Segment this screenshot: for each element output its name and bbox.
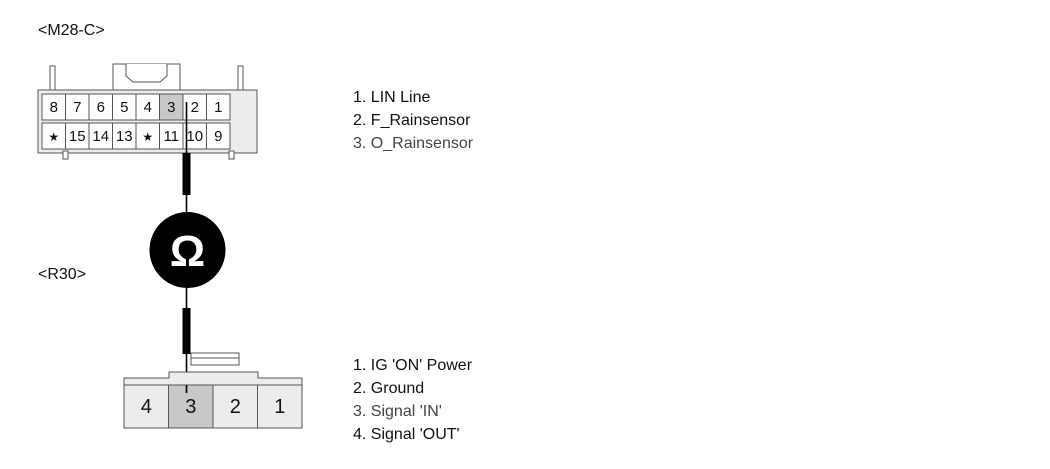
- connector-latch-right: [237, 65, 244, 91]
- pin-cell: [206, 93, 231, 121]
- pin-number: 1: [274, 396, 285, 418]
- pin-cell: [206, 122, 231, 150]
- r30-pin-list: 1. IG 'ON' Power 2. Ground 3. Signal 'IN…: [353, 354, 472, 446]
- connector-m28c-name: <M28-C>: [38, 22, 105, 39]
- ohmmeter: [149, 212, 226, 288]
- connector-latch-left: [49, 65, 56, 91]
- pin-number: 3: [185, 396, 196, 418]
- pin-cell: [168, 384, 214, 429]
- pin-number: 1: [214, 99, 222, 116]
- probe-upper: [182, 153, 191, 195]
- connector-r30-tab: [190, 352, 240, 366]
- connector-r30-name: <R30>: [38, 266, 87, 283]
- pin-number: 11: [163, 128, 179, 145]
- pin-number: ★: [48, 130, 59, 144]
- pin-number: 15: [69, 128, 86, 145]
- pin-number: 2: [230, 396, 241, 418]
- pin-number: 8: [50, 99, 58, 116]
- m28c-pin-list: 1. LIN Line 2. F_Rainsensor 3. O_Rainsen…: [353, 86, 473, 155]
- pin-number: 4: [144, 99, 152, 116]
- pin-number: 2: [191, 99, 199, 116]
- r30-pin-2: 2. Ground: [353, 380, 425, 397]
- pin-number: 3: [167, 99, 175, 116]
- connector-lock-notch: [125, 64, 168, 83]
- connector-foot-right: [228, 150, 235, 160]
- r30-pin-1: 1. IG 'ON' Power: [353, 357, 473, 374]
- pin-number: 7: [73, 99, 81, 116]
- r30-pin-3: 3. Signal 'IN': [353, 403, 442, 420]
- m28c-pin-3: 3. O_Rainsensor: [353, 135, 474, 152]
- pin-cell: [257, 384, 303, 429]
- pin-number: 14: [92, 128, 109, 145]
- connector-r30-cells: 4 3 2 1: [123, 384, 303, 429]
- pin-number: 6: [97, 99, 105, 116]
- pin-cell: [212, 384, 258, 429]
- r30-pin-4: 4. Signal 'OUT': [353, 426, 460, 443]
- probe-lower: [182, 308, 191, 354]
- pin-number: 4: [141, 396, 152, 418]
- connector-foot-left: [62, 150, 69, 160]
- pin-number: ★: [142, 130, 153, 144]
- pin-number: 13: [116, 128, 133, 145]
- pin-number: 5: [120, 99, 128, 116]
- m28c-pin-2: 2. F_Rainsensor: [353, 112, 471, 129]
- m28c-pin-1: 1. LIN Line: [353, 89, 431, 106]
- pin-number: 10: [186, 128, 203, 145]
- ohm-icon: Ω: [170, 227, 205, 276]
- pin-number: 9: [214, 128, 222, 145]
